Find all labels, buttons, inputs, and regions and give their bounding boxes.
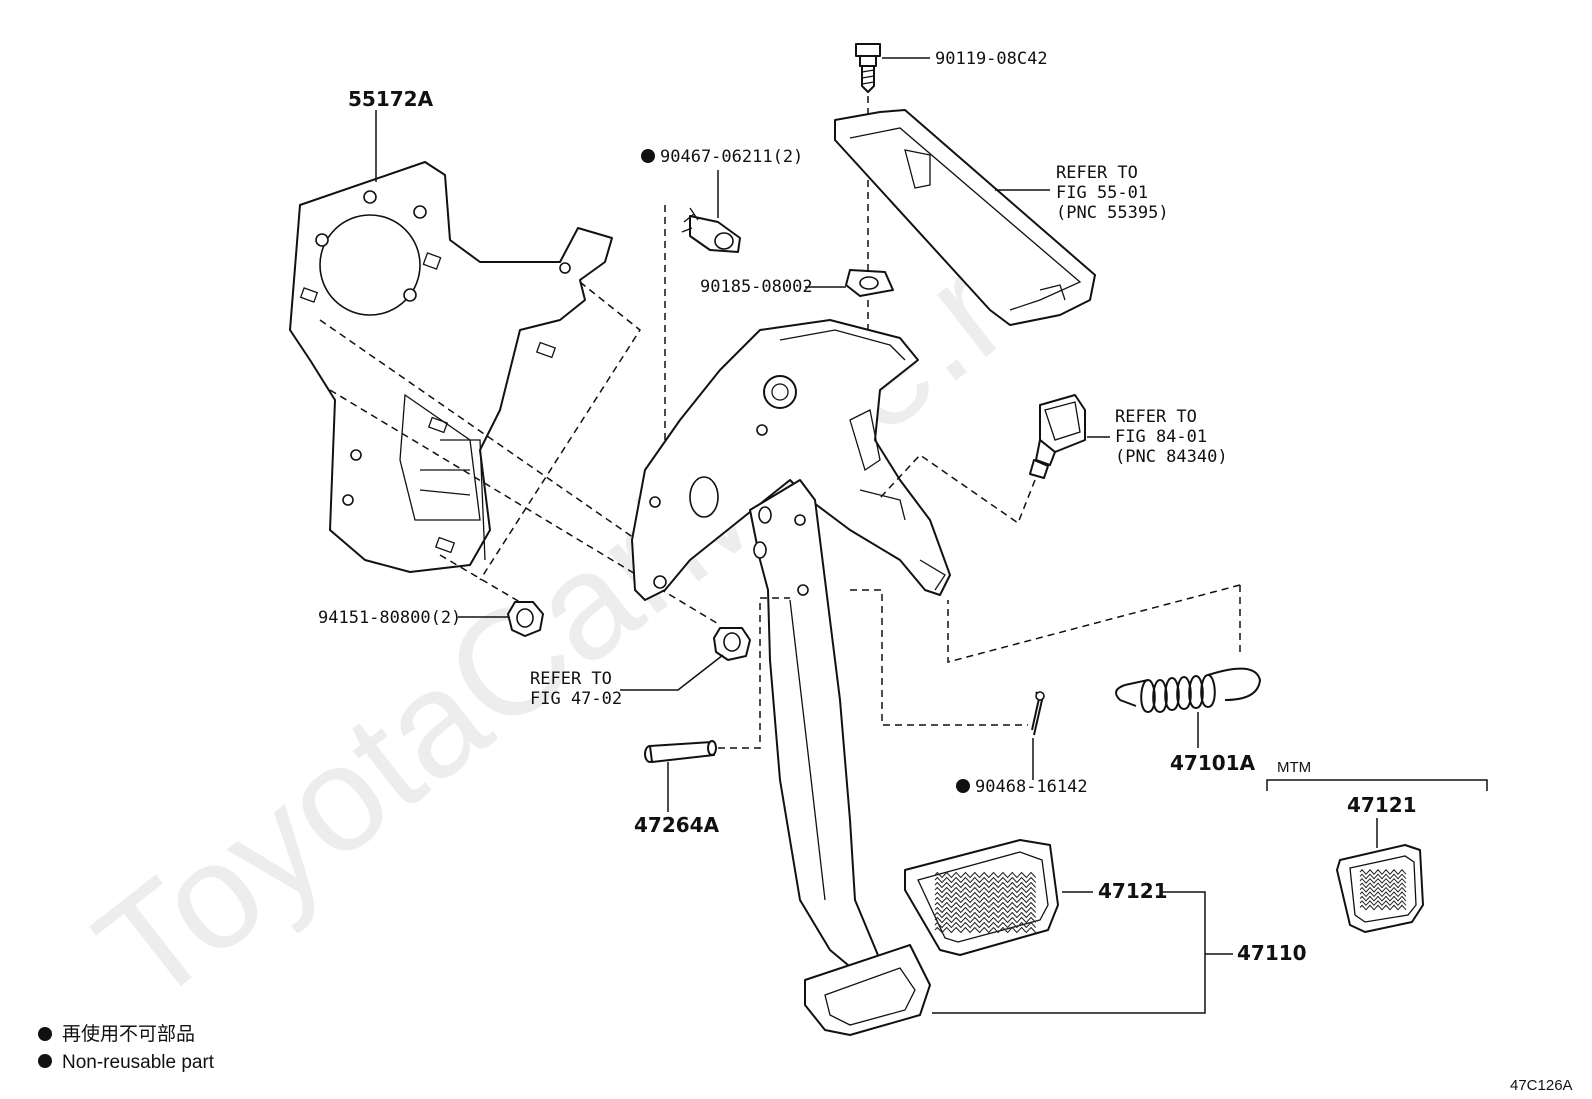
pad-tread-main xyxy=(934,871,1037,934)
label-refer-47-2: FIG 47-02 xyxy=(530,689,622,709)
label-refer-84-3: (PNC 84340) xyxy=(1115,447,1228,467)
label-refer-55-3: (PNC 55395) xyxy=(1056,203,1169,223)
pedal-support-bracket[interactable] xyxy=(631,319,951,601)
plate-refer-55-01[interactable] xyxy=(834,109,1096,326)
return-spring-47101a[interactable] xyxy=(1115,667,1262,714)
brake-pedal-arm[interactable] xyxy=(749,479,881,976)
bracket-55172a[interactable] xyxy=(289,161,613,573)
stop-lamp-switch[interactable] xyxy=(1029,394,1086,479)
clevis-pin-47264a[interactable] xyxy=(644,740,717,763)
label-mtm: MTM xyxy=(1277,759,1311,776)
label-47121-mtm: 47121 xyxy=(1347,793,1417,817)
nut-plate-90185[interactable] xyxy=(845,269,894,297)
non-reusable-dot-cotter xyxy=(956,779,970,793)
label-refer-55-2: FIG 55-01 xyxy=(1056,183,1148,203)
pedal-foot-plate[interactable] xyxy=(804,944,931,1036)
label-refer-84-2: FIG 84-01 xyxy=(1115,427,1207,447)
label-47121: 47121 xyxy=(1098,879,1168,903)
bushing-refer-47-02[interactable] xyxy=(713,627,751,661)
label-90468: 90468-16142 xyxy=(975,777,1088,797)
pedal-pad-47121[interactable] xyxy=(904,839,1059,956)
label-90185: 90185-08002 xyxy=(700,277,813,297)
non-reusable-dot-clip xyxy=(641,149,655,163)
label-47101a: 47101A xyxy=(1170,751,1256,775)
legend-line-2: Non-reusable part xyxy=(62,1052,215,1073)
label-90467: 90467-06211(2) xyxy=(660,147,803,167)
legend-line-1: 再使用不可部品 xyxy=(62,1023,195,1045)
pad-tread-mtm xyxy=(1359,869,1407,911)
cotter-pin-90468[interactable] xyxy=(1031,691,1045,736)
label-refer-84-1: REFER TO xyxy=(1115,407,1197,427)
label-47264a: 47264A xyxy=(634,813,720,837)
label-94151: 94151-80800(2) xyxy=(318,608,461,628)
legend-dot-2 xyxy=(38,1054,52,1068)
legend-dot-1 xyxy=(38,1027,52,1041)
nut-94151[interactable] xyxy=(507,601,544,637)
label-refer-47-1: REFER TO xyxy=(530,669,612,689)
label-55172a: 55172A xyxy=(348,87,434,111)
pedal-pad-47121-mtm[interactable] xyxy=(1336,844,1424,933)
label-47110: 47110 xyxy=(1237,941,1307,965)
bolt-90119[interactable] xyxy=(855,43,881,93)
label-refer-55-1: REFER TO xyxy=(1056,163,1138,183)
clip-90467[interactable] xyxy=(681,207,741,253)
label-90119: 90119-08C42 xyxy=(935,49,1048,69)
figure-code: 47C126A xyxy=(1510,1077,1573,1094)
